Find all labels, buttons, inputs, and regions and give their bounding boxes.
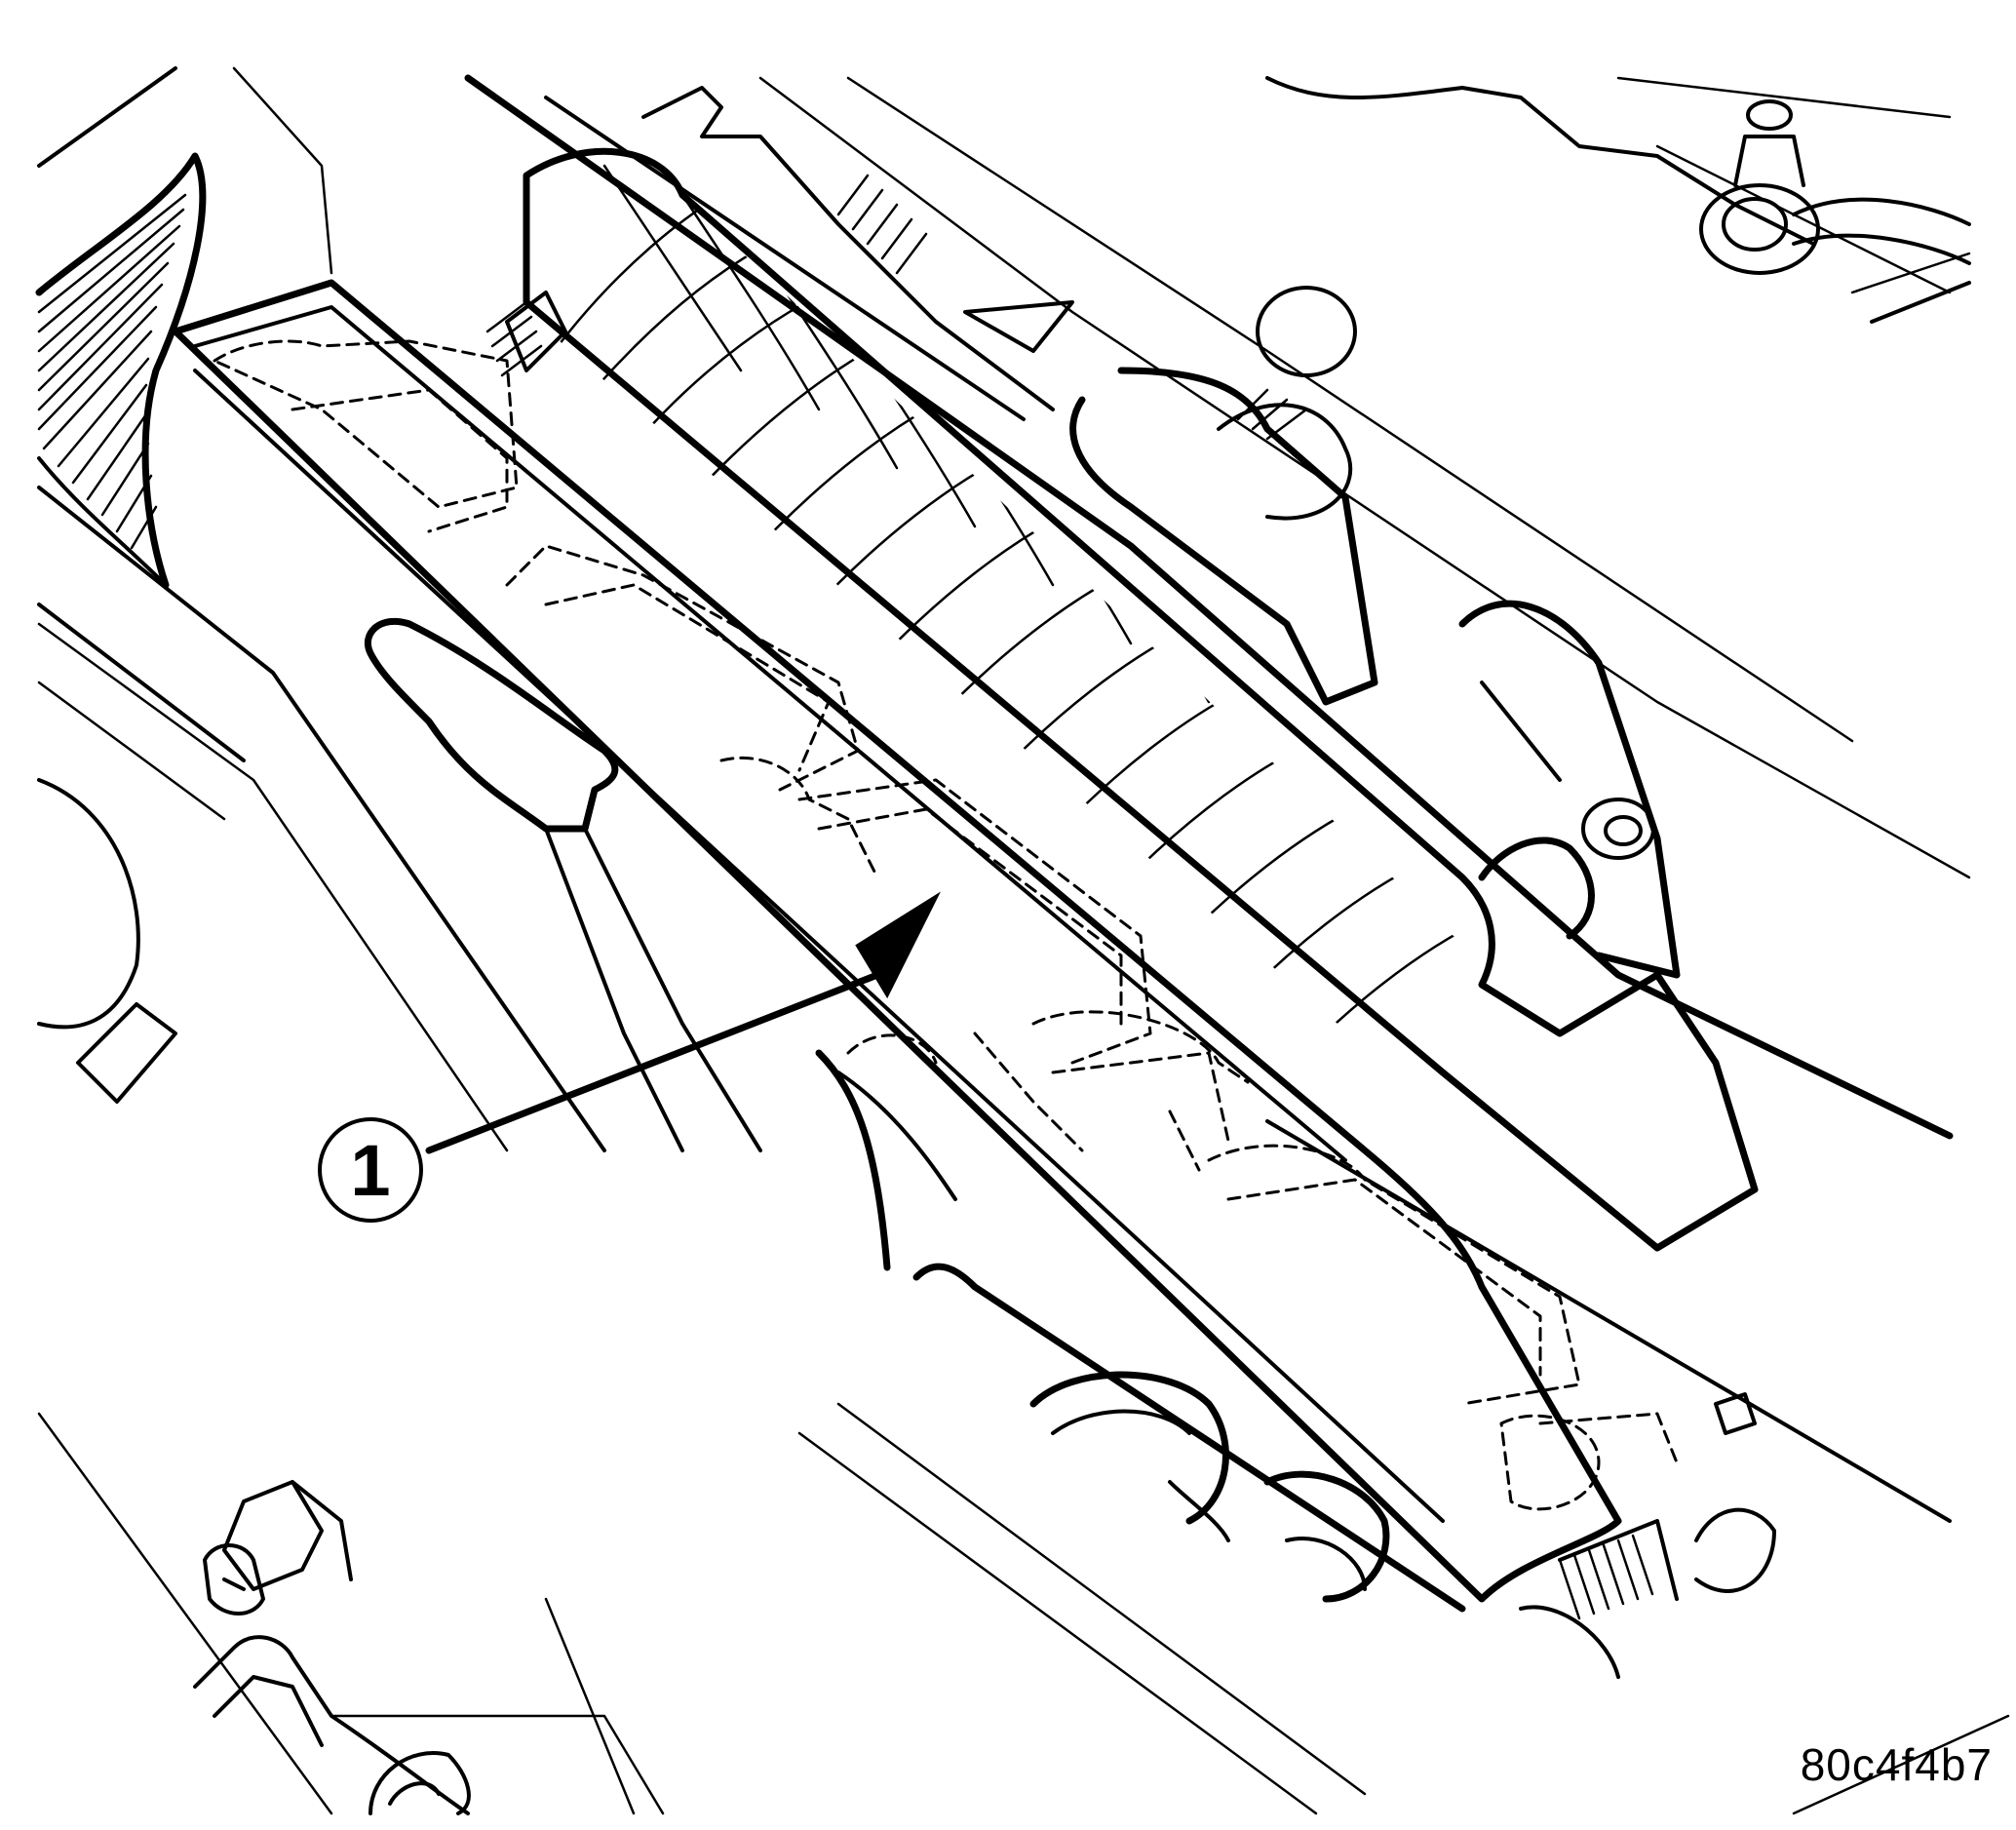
latch-handle — [364, 617, 762, 1152]
left-corrugated-hose — [35, 152, 207, 589]
background-structure — [37, 66, 2010, 1815]
bottom-left-bolt — [37, 1412, 665, 1815]
callout-1: 1 — [318, 891, 941, 1223]
heat-shield-tray — [172, 279, 1679, 1603]
figure-id: 80c4f4b7 — [1800, 1739, 1993, 1790]
callout-number: 1 — [350, 1130, 390, 1211]
upper-brackets — [641, 86, 1681, 979]
insulated-tube — [485, 147, 1759, 1252]
upper-fitting — [1699, 99, 1971, 275]
lower-components — [37, 778, 1776, 1679]
arrowhead-icon — [855, 891, 941, 999]
